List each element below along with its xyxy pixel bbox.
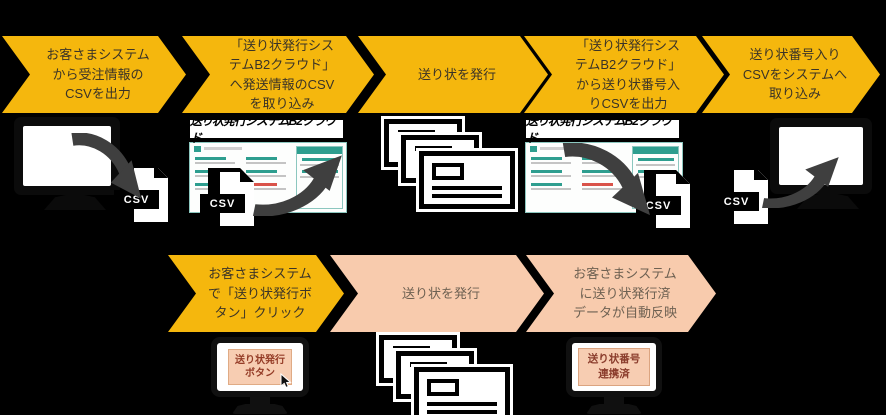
step-issue-shipping-label-auto: 送り状を発行: [330, 255, 544, 332]
monitor-base: [586, 404, 642, 414]
curved-arrow-icon: [252, 155, 342, 216]
step-issue-shipping-label: 送り状を発行: [358, 36, 548, 113]
monitor-stand: [250, 397, 270, 404]
shipping-labels-icon: [378, 115, 523, 220]
curved-arrow-icon: [562, 143, 650, 216]
step-label: 送り状番号入り CSVをシステムへ 取り込み: [742, 47, 848, 102]
monitor-icon: [770, 118, 872, 194]
cursor-icon: [280, 373, 292, 389]
step-label: 送り状を発行: [417, 66, 496, 82]
shipping-labels-icon: [373, 331, 518, 415]
step-label: 「送り状発行シス テムB2クラウド」 へ発送情報のCSV を取り込み: [228, 37, 336, 111]
curved-arrow-icon: [71, 133, 142, 199]
app-logo-icon: [194, 146, 201, 152]
monitor-stand: [797, 194, 859, 209]
monitor-stand: [604, 397, 624, 404]
b2cloud-title: 送り状発行システムB2クラウド: [188, 114, 345, 145]
step-export-tracking-csv: 「送り状発行シス テムB2クラウド」 から送り状番号入 りCSVを出力: [524, 36, 724, 113]
monitor-base: [232, 404, 288, 414]
page-fold: [676, 170, 690, 184]
csv-file-icon: CSV: [200, 168, 254, 230]
monitor-stand: [44, 195, 106, 210]
tracking-synced-badge: 送り状番号 連携済: [578, 348, 650, 386]
step-import-tracking-csv: 送り状番号入り CSVをシステムへ 取り込み: [702, 36, 880, 113]
csv-file-icon: CSV: [714, 166, 768, 228]
page-fold: [154, 164, 168, 178]
step-click-issue-button: お客さまシステム で「送り状発行ボ タン」クリック: [168, 255, 344, 332]
step-label: お客さまシステム で「送り状発行ボ タン」クリック: [208, 266, 313, 321]
csv-file-icon: CSV: [114, 164, 168, 226]
monitor-icon: 送り状発行 ボタン: [211, 337, 309, 397]
app-logo-icon: [530, 146, 537, 152]
step-label: お客さまシステム から受注情報の CSVを出力: [46, 47, 150, 102]
issue-label-button: 送り状発行 ボタン: [228, 349, 292, 389]
curved-arrow-icon: [762, 157, 839, 208]
step-label: 送り状を発行: [401, 285, 480, 301]
step-label: お客さまシステム に送り状発行済 データが自動反映: [572, 266, 677, 321]
label-stamp: [427, 379, 459, 396]
csv-file-icon: CSV: [636, 170, 690, 232]
step-auto-sync-data: お客さまシステム に送り状発行済 データが自動反映: [526, 255, 716, 332]
b2cloud-title: 送り状発行システムB2クラウド: [524, 114, 681, 145]
csv-file-label: CSV: [114, 190, 159, 209]
step-import-csv-to-b2cloud: 「送り状発行シス テムB2クラウド」 へ発送情報のCSV を取り込み: [182, 36, 374, 113]
monitor-icon: 送り状番号 連携済: [566, 337, 662, 397]
csv-file-label: CSV: [200, 194, 245, 213]
csv-file-label: CSV: [714, 192, 759, 211]
step-export-order-csv: お客さまシステム から受注情報の CSVを出力: [2, 36, 186, 113]
step-label: 「送り状発行シス テムB2クラウド」 から送り状番号入 りCSVを出力: [574, 37, 682, 111]
label-stamp: [432, 163, 464, 180]
